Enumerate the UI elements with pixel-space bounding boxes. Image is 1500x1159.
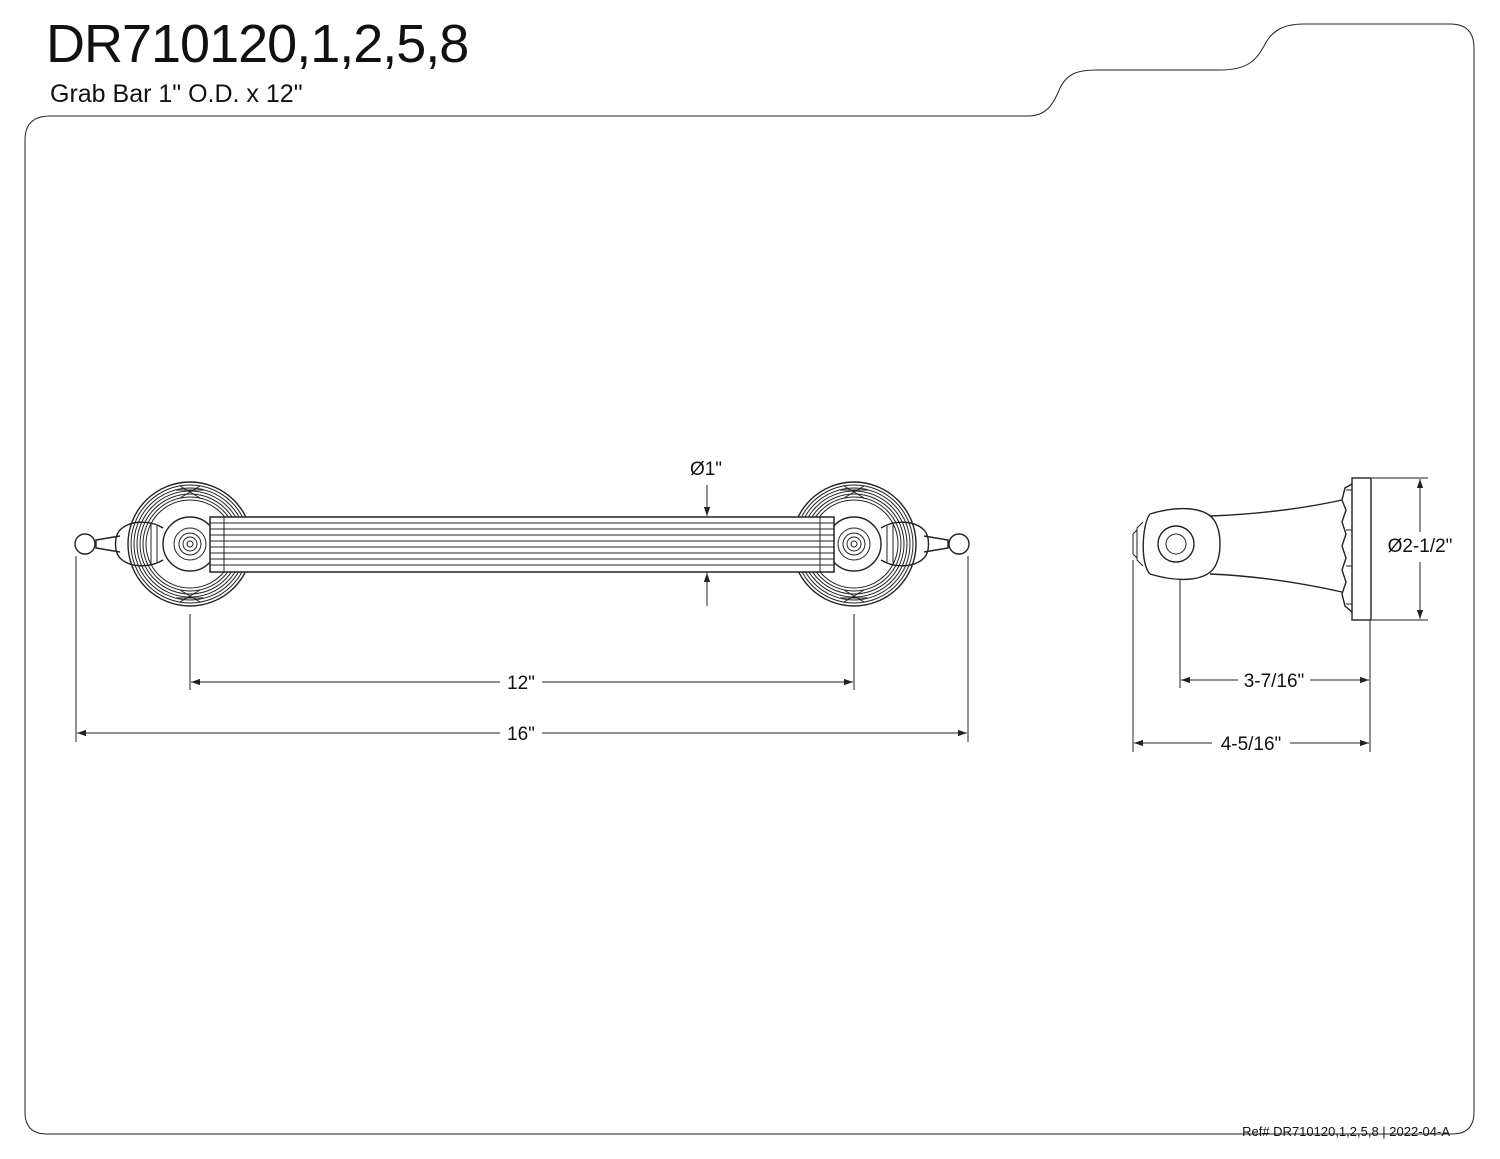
reference-label: Ref# DR710120,1,2,5,8 | 2022-04-A: [1242, 1124, 1450, 1139]
dimension-flange-diameter: Ø2-1/2": [1372, 477, 1453, 621]
dim-label-overall-length: 16": [507, 724, 535, 745]
dim-label-overall-projection: 4-5/16": [1221, 734, 1282, 755]
dim-label-projection-to-center: 3-7/16": [1244, 671, 1305, 692]
dimension-projection-to-center: 3-7/16": [1179, 580, 1371, 752]
sheet-frame: [24, 23, 1475, 1135]
side-view: Ø2-1/2" 3-7/16" 4-5/16": [1132, 477, 1453, 755]
dimension-overall-projection: 4-5/16": [1132, 560, 1369, 755]
dim-label-flange-diameter: Ø2-1/2": [1388, 536, 1453, 557]
dimension-tube-diameter: Ø1": [690, 459, 722, 606]
grab-bar-tube: [209, 516, 835, 573]
dim-label-center-to-center: 12": [507, 673, 535, 694]
front-view: Ø1" 12" 16": [74, 459, 970, 745]
dim-label-diameter: Ø1": [690, 459, 722, 480]
page-title: DR710120,1,2,5,8: [46, 14, 469, 74]
dimension-overall-length: 16": [75, 556, 969, 745]
tube-grooves: [210, 522, 834, 566]
page-subtitle: Grab Bar 1" O.D. x 12": [50, 80, 303, 108]
dimension-center-to-center: 12": [189, 614, 855, 694]
